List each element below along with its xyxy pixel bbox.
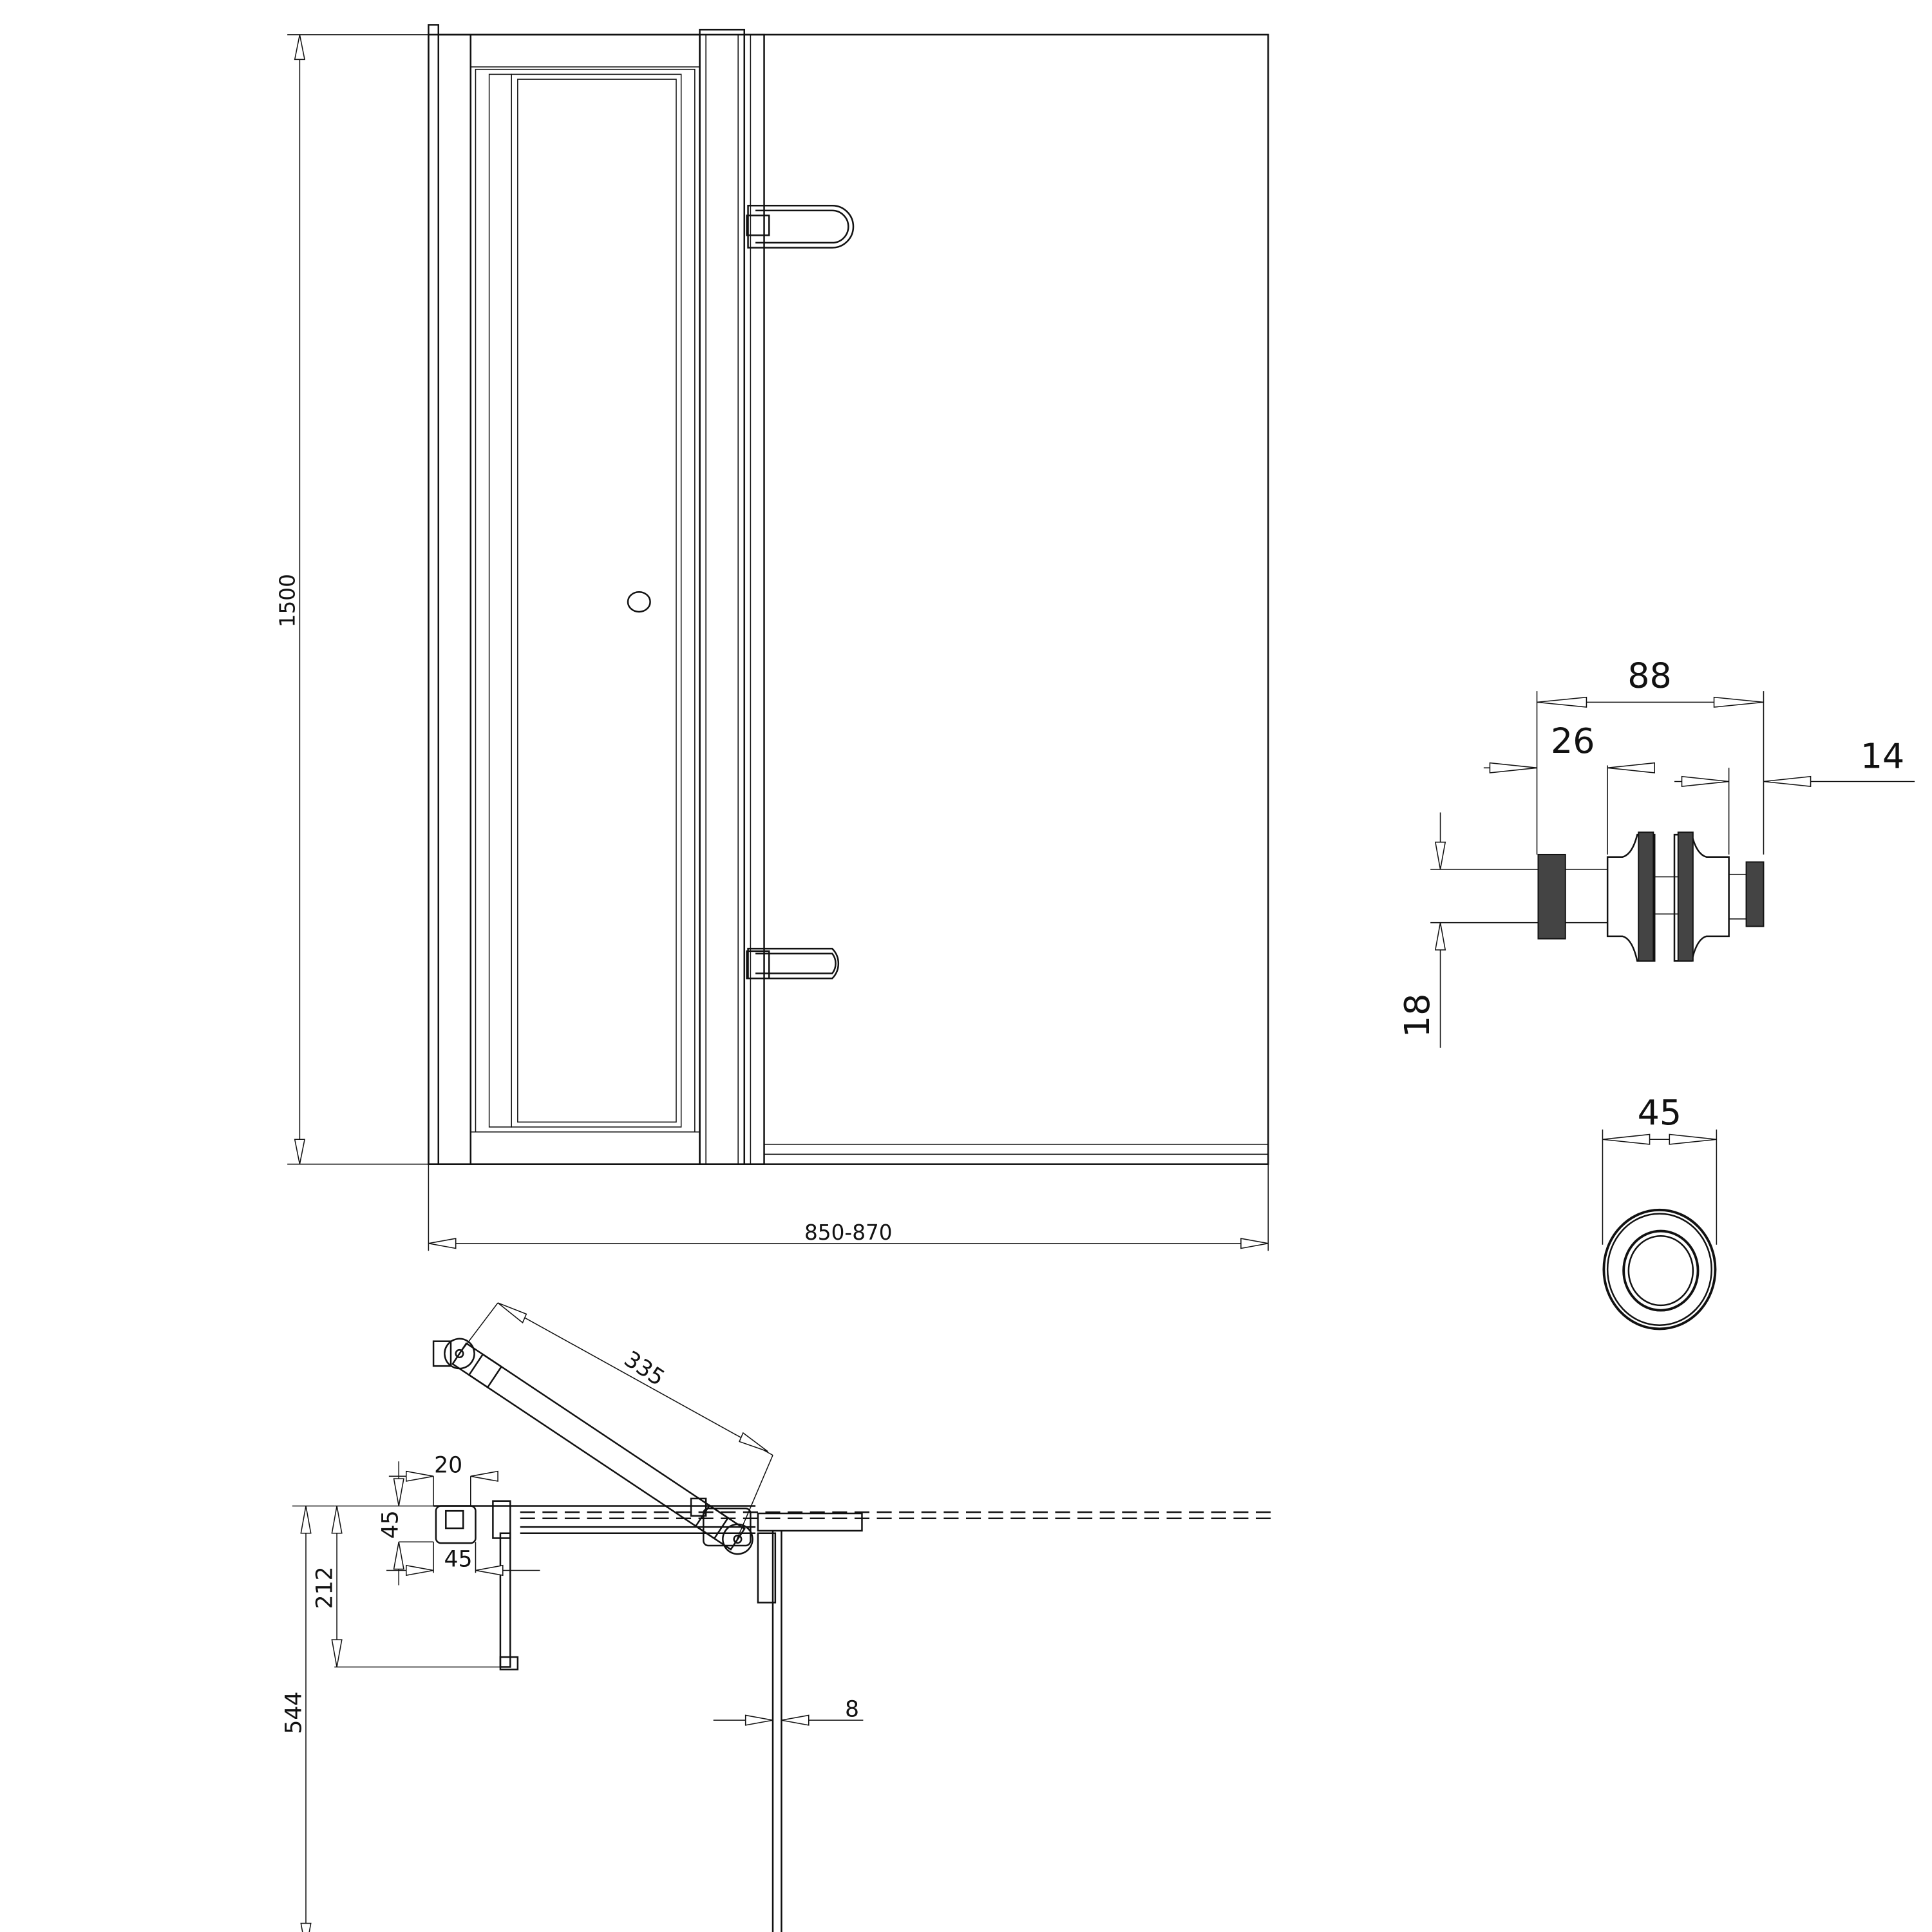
knob-detail: 88 26 14 18 45 — [1397, 655, 1915, 1331]
front-elevation: 1500 850-870 — [276, 24, 1269, 1251]
folding-panel-label: 335 — [620, 1346, 669, 1391]
return-arm-label: 212 — [312, 1566, 337, 1609]
hinge-width-label: 20 — [434, 1453, 462, 1479]
glass-thickness-label: 8 — [845, 1696, 859, 1722]
knob-diameter-label: 45 — [1638, 1092, 1682, 1133]
width-dimension-label: 850-870 — [804, 1220, 893, 1245]
plan-view: 335 20 45 — [281, 1302, 1276, 1932]
right-knob-length-label: 14 — [1861, 735, 1905, 776]
profile-depth-label: 45 — [377, 1510, 403, 1539]
left-knob-offset-label: 26 — [1551, 721, 1595, 761]
overall-depth-label: 544 — [281, 1692, 307, 1734]
overall-length-label: 88 — [1627, 655, 1672, 696]
profile-width-label: 45 — [444, 1547, 473, 1573]
height-dimension-label: 1500 — [276, 574, 300, 627]
shaft-diameter-label: 18 — [1397, 994, 1437, 1038]
